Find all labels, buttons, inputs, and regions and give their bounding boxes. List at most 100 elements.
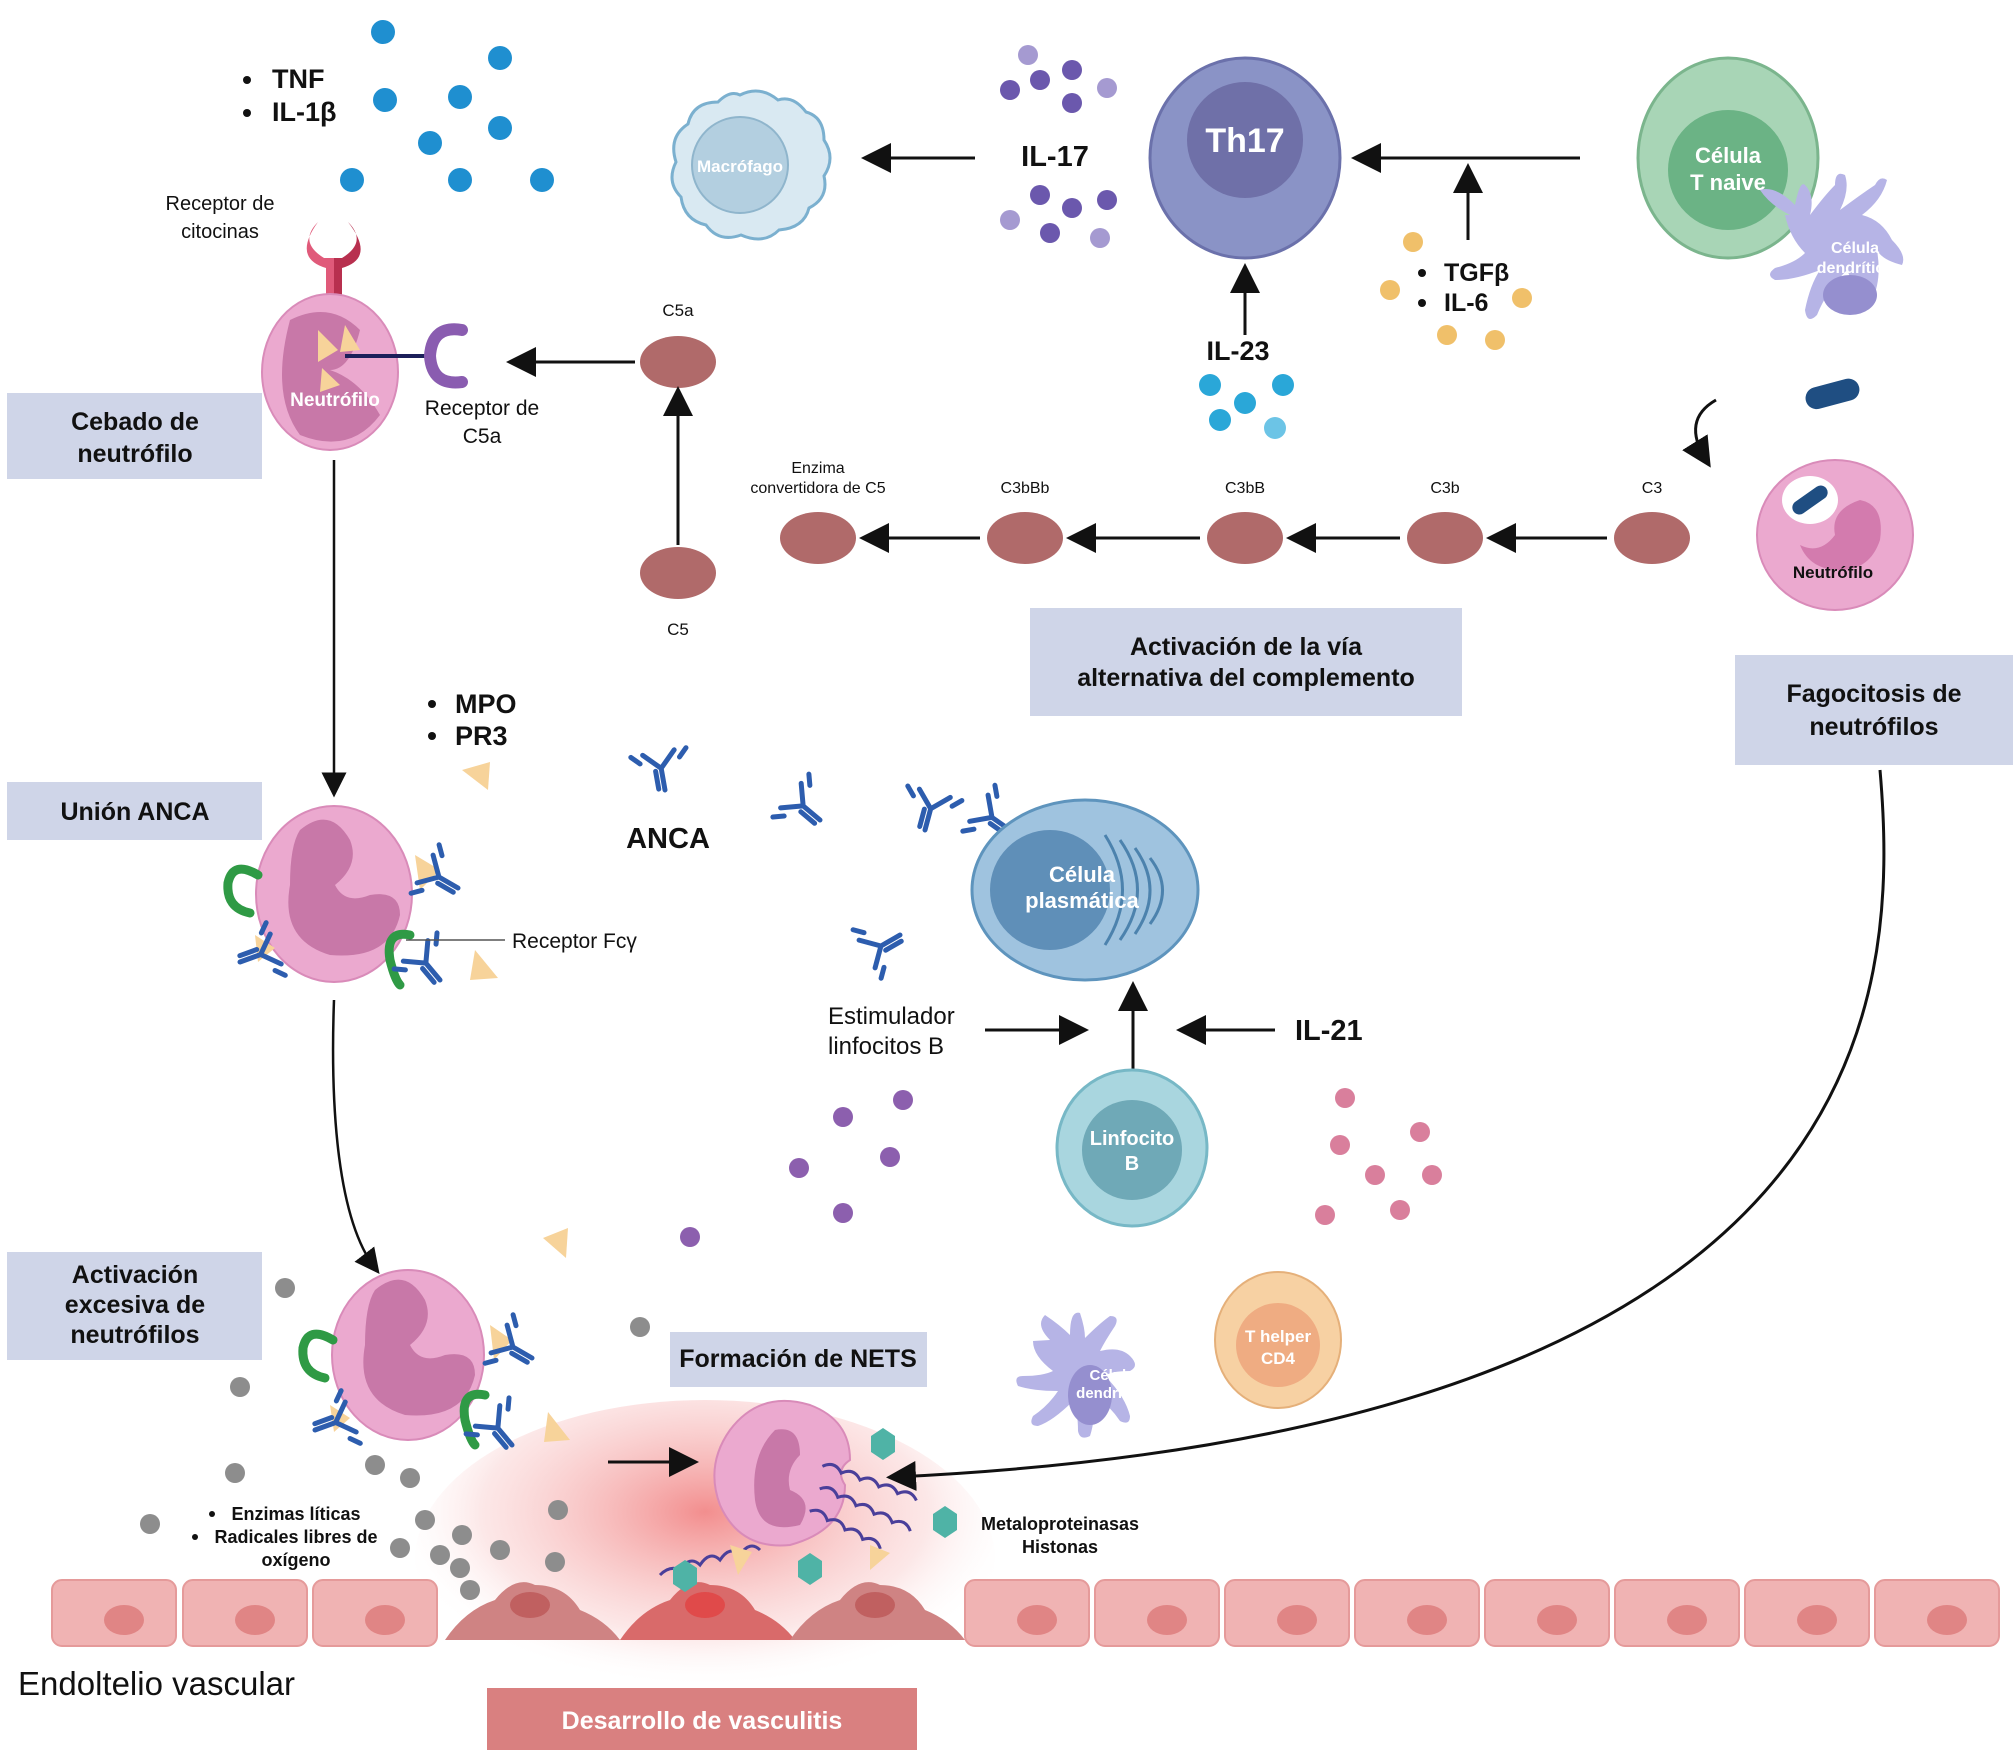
endothelial-nucleus	[1537, 1605, 1577, 1635]
complement-label: C3bBb	[1001, 480, 1050, 497]
activated-neutrophil	[298, 1269, 570, 1463]
svg-text:Histonas: Histonas	[1022, 1537, 1098, 1557]
tgfb-il6-label: TGFβ IL-6	[1418, 259, 1509, 317]
damaged-nucleus	[855, 1592, 895, 1618]
anca-bound-neutrophil	[223, 805, 498, 998]
purple-dots	[680, 1090, 913, 1247]
il17-label: IL-17	[1021, 141, 1089, 173]
svg-text:Cebado de: Cebado de	[71, 408, 199, 436]
tnf-cytokine-dots	[340, 20, 554, 192]
endothelium	[51, 1579, 2000, 1647]
macrofago-label: Macrófago	[697, 157, 783, 176]
complement-label: C3bB	[1225, 480, 1265, 497]
endothelial-nucleus	[1277, 1605, 1317, 1635]
svg-text:CD4: CD4	[1261, 1349, 1296, 1368]
complement-protein	[1407, 512, 1483, 564]
formacion-nets-box: Formación de NETS	[670, 1332, 927, 1387]
svg-text:MPO: MPO	[455, 689, 517, 719]
endothelial-nucleus	[1797, 1605, 1837, 1635]
endothelial-nucleus	[1017, 1605, 1057, 1635]
svg-text:neutrófilo: neutrófilo	[77, 440, 192, 468]
union-anca-box: Unión ANCA	[7, 782, 262, 840]
svg-text:excesiva de: excesiva de	[65, 1291, 205, 1319]
svg-text:neutrófilos: neutrófilos	[70, 1321, 199, 1349]
phagocytosis-curved-arrow	[1682, 398, 1717, 468]
vasculitis-label: Desarrollo de vasculitis	[562, 1707, 843, 1735]
arrow-union-to-activacion	[331, 999, 380, 1274]
receptor-fcy-label: Receptor Fcγ	[512, 930, 637, 953]
il23-label: IL-23	[1206, 336, 1269, 366]
endothelial-nucleus	[1927, 1605, 1967, 1635]
lytic-enzyme-dots	[140, 1278, 650, 1600]
neutrofilo-label: Neutrófilo	[290, 390, 380, 411]
svg-text:Unión ANCA: Unión ANCA	[60, 798, 209, 826]
dendritic-cell-bottom: Célula dendrítica	[1016, 1312, 1148, 1438]
enzimas-label: Enzimas líticas Radicales libres de oxíg…	[192, 1504, 378, 1570]
macrophage: Macrófago	[670, 89, 832, 241]
antibody-icon	[773, 774, 838, 841]
svg-text:Célula: Célula	[1695, 143, 1762, 168]
il23-dots	[1199, 374, 1294, 439]
svg-text:T naive: T naive	[1690, 170, 1766, 195]
th17-label: Th17	[1205, 122, 1284, 160]
svg-text:linfocitos B: linfocitos B	[828, 1033, 944, 1060]
metaloproteinasas-label: Metaloproteinasas Histonas	[981, 1514, 1139, 1557]
svg-text:Formación de NETS: Formación de NETS	[679, 1345, 917, 1373]
endothelial-nucleus	[1667, 1605, 1707, 1635]
complement-label: C3	[1642, 480, 1663, 497]
endothelial-nucleus	[1147, 1605, 1187, 1635]
il17-dots	[1000, 45, 1117, 248]
svg-text:plasmática: plasmática	[1025, 888, 1139, 913]
c5a-receptor-icon	[423, 323, 468, 389]
svg-text:Célula: Célula	[1831, 240, 1879, 257]
damaged-nucleus	[685, 1592, 725, 1618]
mpo-pr3-label: MPO PR3	[428, 689, 517, 751]
svg-text:PR3: PR3	[455, 721, 508, 751]
t-naive-cell: Célula T naive	[1636, 56, 1820, 260]
svg-text:Fagocitosis de: Fagocitosis de	[1786, 680, 1961, 708]
th17-cell: Th17	[1148, 56, 1342, 260]
svg-text:citocinas: citocinas	[181, 221, 259, 243]
svg-text:TGFβ: TGFβ	[1444, 259, 1509, 287]
svg-text:Metaloproteinasas: Metaloproteinasas	[981, 1514, 1139, 1534]
svg-text:Activación de la vía: Activación de la vía	[1130, 633, 1363, 661]
activacion-excesiva-box: Activación excesiva de neutrófilos	[7, 1252, 262, 1360]
svg-text:dendrítica: dendrítica	[1076, 1385, 1148, 1402]
svg-text:Célula: Célula	[1089, 1367, 1135, 1384]
neutrofilo-right-label: Neutrófilo	[1793, 563, 1873, 582]
svg-text:TNF: TNF	[272, 64, 324, 94]
receptor-c5a-label: Receptor de	[425, 397, 539, 420]
plasma-cell: Célula plasmática	[970, 798, 1200, 982]
damaged-nucleus	[510, 1592, 550, 1618]
svg-text:IL-1β: IL-1β	[272, 97, 336, 127]
via-alternativa-box: Activación de la vía alternativa del com…	[1030, 608, 1462, 716]
antibody-icon	[898, 786, 962, 837]
svg-text:Linfocito: Linfocito	[1090, 1128, 1174, 1150]
t-helper-cd4: T helper CD4	[1214, 1271, 1342, 1409]
endothelial-nucleus	[1407, 1605, 1447, 1635]
svg-text:alternativa del complemento: alternativa del complemento	[1077, 664, 1415, 692]
primed-neutrophil: Neutrófilo	[261, 293, 428, 451]
svg-text:T helper: T helper	[1245, 1327, 1312, 1346]
tgfb-dots	[1380, 232, 1532, 350]
svg-text:oxígeno: oxígeno	[261, 1550, 330, 1570]
complement-protein	[987, 512, 1063, 564]
netosing-neutrophil	[658, 1399, 957, 1592]
svg-text:Enzimas líticas: Enzimas líticas	[231, 1504, 360, 1524]
dendritic-cell-top: Célula dendrítica	[1760, 173, 1904, 319]
svg-text:B: B	[1125, 1153, 1139, 1175]
endotelio-label: Endoltelio vascular	[18, 1665, 295, 1702]
receptor-citocinas-label: Receptor de	[166, 193, 275, 215]
b-lymphocyte: Linfocito B	[1055, 1068, 1209, 1228]
antibody-icon	[631, 748, 693, 795]
complement-label: Enzima	[791, 460, 844, 477]
fagocitosis-box: Fagocitosis de neutrófilos	[1735, 655, 2013, 765]
svg-text:dendrítica: dendrítica	[1817, 260, 1894, 277]
antigen-triangle	[543, 1228, 568, 1258]
c5a-protein	[640, 336, 716, 388]
svg-text:C5a: C5a	[463, 425, 502, 448]
svg-text:neutrófilos: neutrófilos	[1809, 713, 1938, 741]
phagocytic-neutrophil: Neutrófilo	[1756, 459, 1914, 611]
